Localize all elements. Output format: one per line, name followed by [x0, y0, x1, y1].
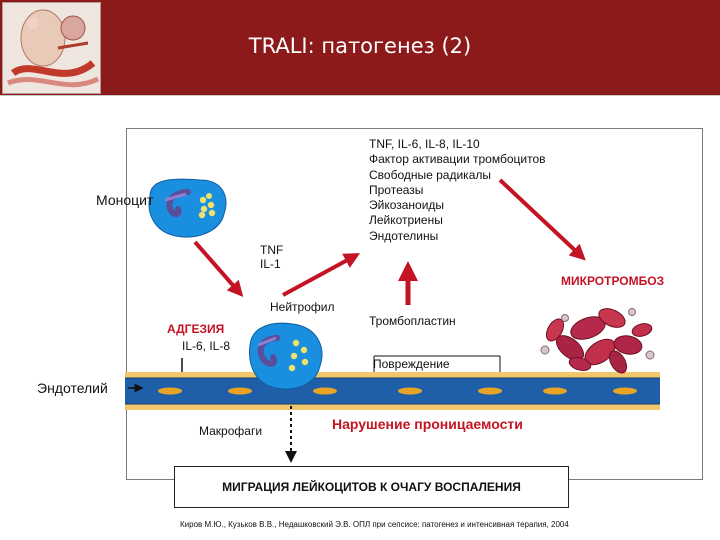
mediator-item: Протеазы [369, 182, 424, 197]
anatomy-thumbnail-image [2, 2, 101, 94]
endothelial-nuclei [158, 387, 637, 395]
migration-box: МИГРАЦИЯ ЛЕЙКОЦИТОВ К ОЧАГУ ВОСПАЛЕНИЯ [174, 466, 569, 508]
macrophages-label: Макрофаги [199, 424, 263, 438]
endothelium-band [125, 372, 660, 410]
microthrombosis-label: МИКРОТРОМБОЗ [561, 274, 665, 288]
tnf-label: TNF [260, 243, 284, 257]
monocyte-cell [148, 178, 227, 238]
monocyte-label: Моноцит [96, 192, 154, 208]
il1-label: IL-1 [260, 257, 281, 271]
endothelium-label: Эндотелий [37, 380, 108, 396]
mediator-item: Свободные радикалы [369, 167, 491, 182]
permeability-label: Нарушение проницаемости [332, 416, 523, 432]
microthrombus-cluster [540, 308, 655, 374]
anatomy-illustration [3, 3, 100, 93]
header-divider [0, 95, 720, 96]
thromboplastin-label: Тромбопластин [369, 314, 456, 328]
neutrophil-cell [249, 322, 323, 390]
mediator-item: Эйкозаноиды [369, 198, 445, 213]
slide-title: TRALI: патогенез (2) [248, 34, 472, 58]
adhesion-label: АДГЕЗИЯ [167, 322, 225, 336]
citation-footer: Киров М.Ю., Кузьков В.В., Недашковский Э… [180, 520, 569, 529]
mediator-item: TNF, IL-6, IL-8, IL-10 [369, 137, 480, 151]
damage-label: Повреждение [373, 357, 450, 371]
monocyte-to-neutrophil-arrow [193, 240, 244, 298]
mediator-item: Лейкотриены [369, 213, 443, 228]
mediator-item: Фактор активации тромбоцитов [369, 152, 546, 167]
neutrophil-to-mediators-arrow [282, 253, 361, 297]
adhesion-cytokines-label: IL-6, IL-8 [182, 339, 231, 353]
mediator-item: Эндотелины [369, 228, 439, 243]
migration-label: МИГРАЦИЯ ЛЕЙКОЦИТОВ К ОЧАГУ ВОСПАЛЕНИЯ [222, 480, 521, 494]
neutrophil-label: Нейтрофил [270, 300, 335, 314]
mediators-list: TNF, IL-6, IL-8, IL-10 Фактор активации … [369, 137, 546, 244]
mediators-to-microthrombosis-arrow [498, 178, 586, 261]
slide-header: TRALI: патогенез (2) [0, 0, 720, 95]
